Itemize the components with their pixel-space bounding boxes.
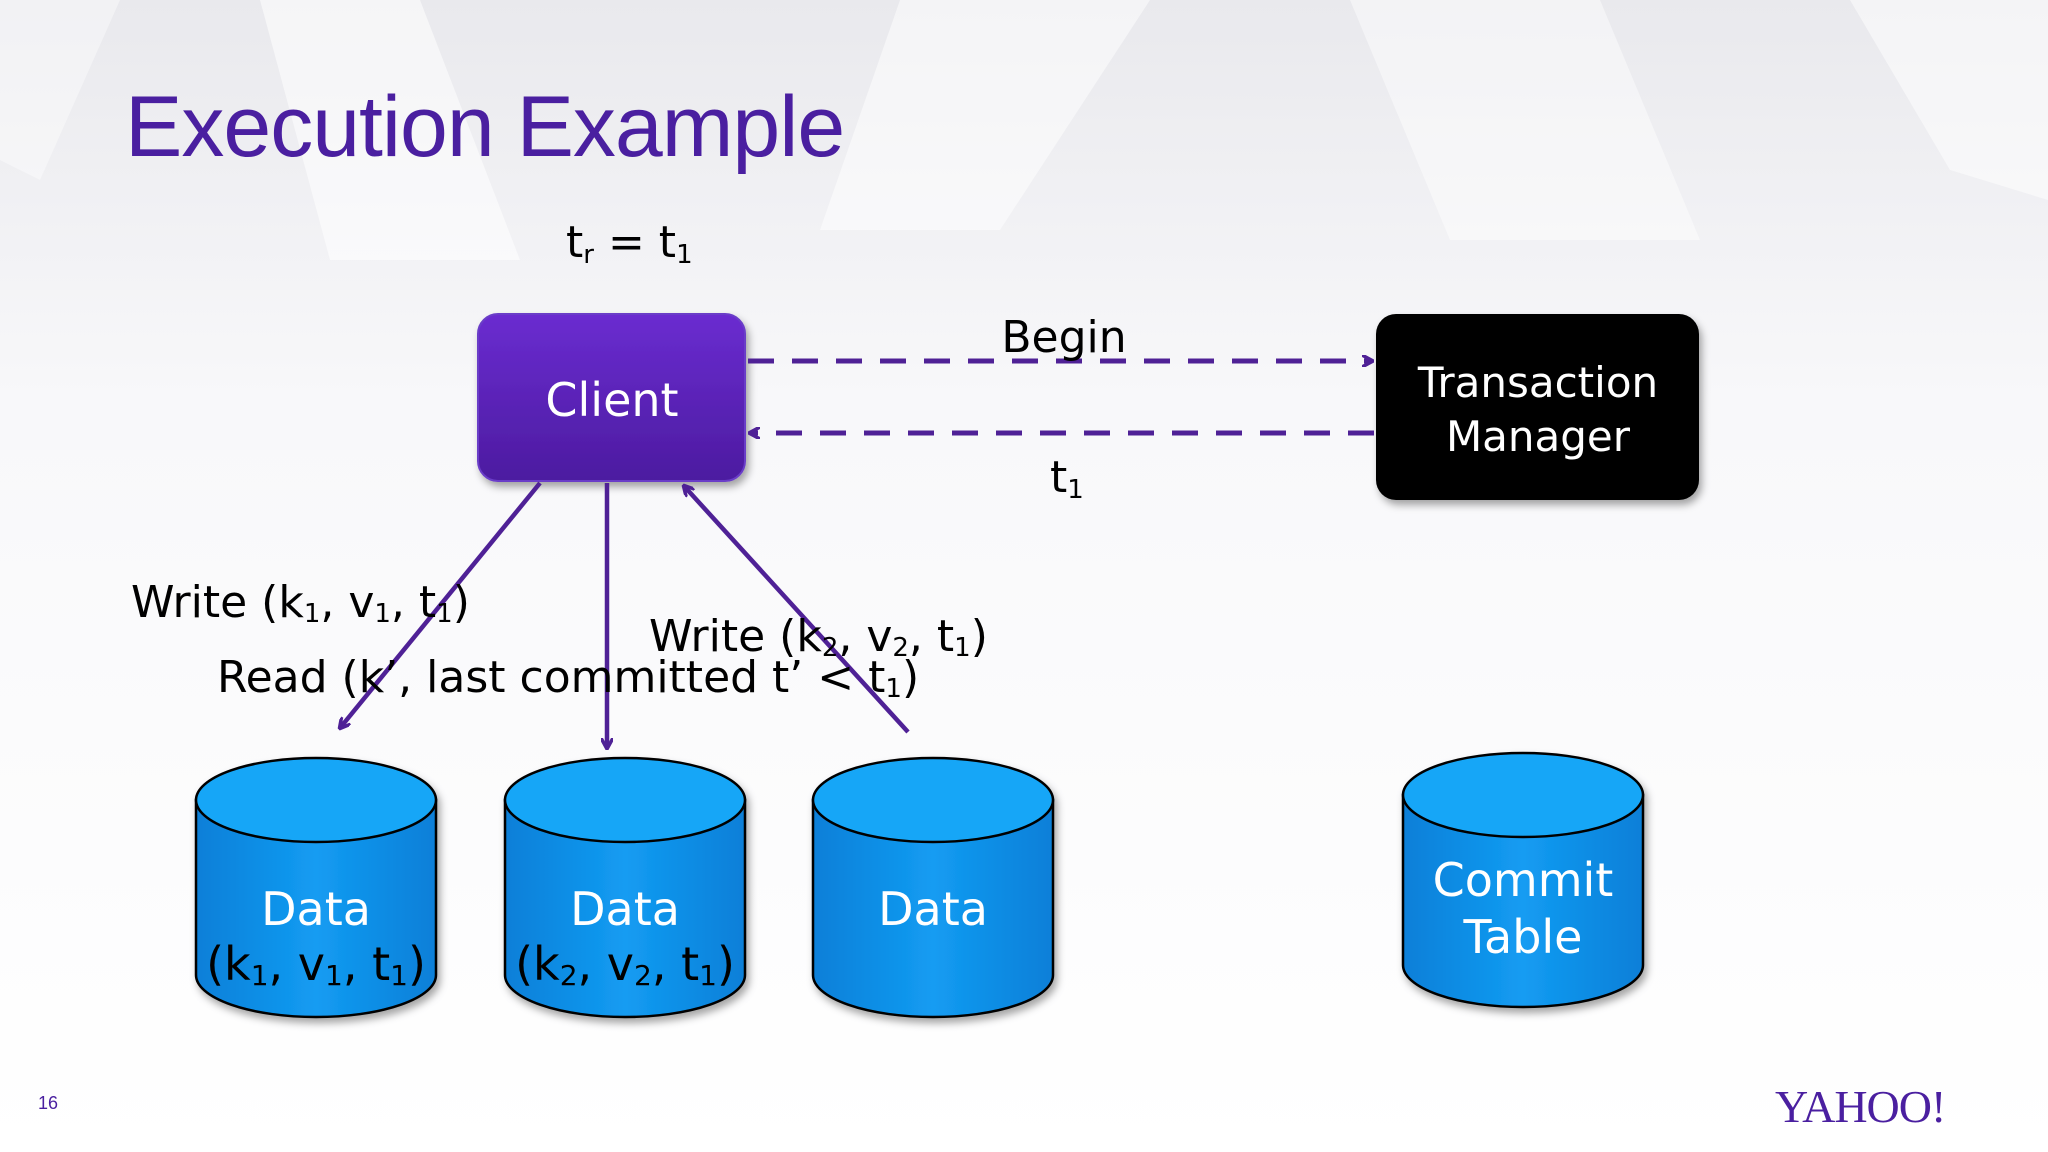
data-store-2-label: Data [570,882,680,936]
transaction-manager-label-line1: Transaction [1417,358,1658,407]
commit-table-label-line2: Table [1463,910,1583,964]
data-store-1[interactable] [194,756,438,1019]
data-store-2[interactable] [503,756,747,1019]
write1-label: Write (k1, v1, t1) [131,577,470,629]
transaction-manager-label-line2: Manager [1446,412,1631,461]
write2-label: Write (k2, v2, t1) [649,611,988,663]
begin-label: Begin [1001,312,1126,363]
slide-number: 16 [38,1093,59,1113]
transaction-manager-node[interactable] [1376,314,1699,500]
write2-arrow [684,486,910,734]
data-store-3-label: Data [878,882,988,936]
data-store-1-label: Data [261,882,371,936]
data-store-1-value: (k1, v1, t1) [206,937,426,992]
write1-arrow [340,481,542,728]
client-node[interactable] [477,313,746,482]
commit-table-store[interactable] [1401,751,1645,1009]
data-store-2-value: (k2, v2, t1) [515,937,735,992]
client-label: Client [545,373,678,427]
slide-title: Execution Example [125,79,845,175]
yahoo-logo: YAHOO! [1775,1081,1946,1132]
read-timestamp-label: tr = t1 [566,217,693,270]
commit-table-label-line1: Commit [1433,853,1614,907]
reply-timestamp-label: t1 [1050,452,1084,505]
data-store-3[interactable] [811,756,1055,1019]
read-label: Read (k’, last committed t’ < t1) [217,652,919,704]
